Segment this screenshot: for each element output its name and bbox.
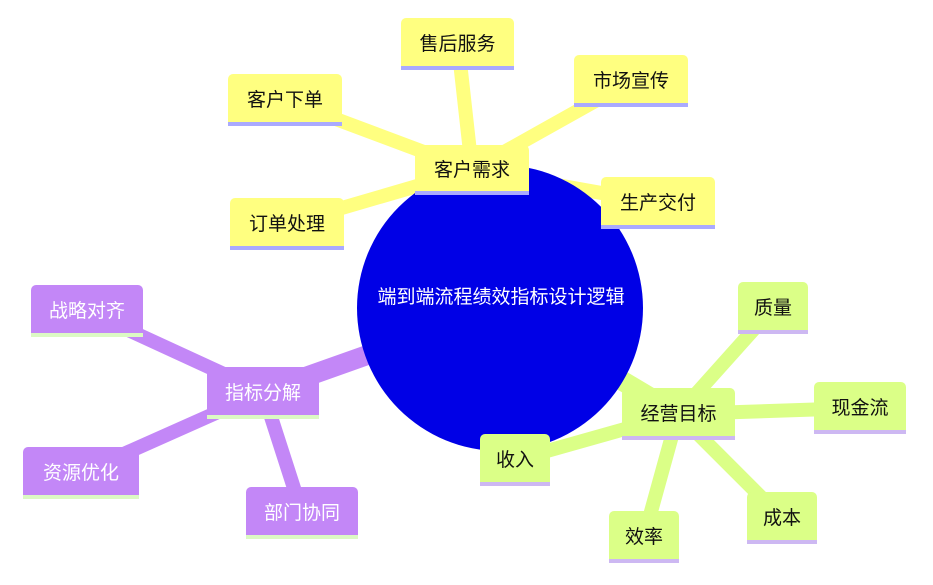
- leaf-cost[interactable]: 成本: [747, 492, 817, 544]
- leaf-revenue[interactable]: 收入: [480, 434, 550, 486]
- leaf-after-sales[interactable]: 售后服务: [401, 18, 514, 70]
- leaf-strategy-alignment[interactable]: 战略对齐: [31, 285, 143, 337]
- branch-business-goals[interactable]: 经营目标: [622, 388, 735, 440]
- leaf-marketing[interactable]: 市场宣传: [574, 55, 688, 107]
- leaf-production-delivery[interactable]: 生产交付: [601, 177, 715, 229]
- leaf-efficiency[interactable]: 效率: [609, 511, 679, 563]
- leaf-cash-flow[interactable]: 现金流: [814, 382, 906, 434]
- leaf-department-collaboration[interactable]: 部门协同: [246, 487, 358, 539]
- root-node-circle[interactable]: [357, 165, 643, 451]
- branch-customer-demand[interactable]: 客户需求: [415, 145, 529, 195]
- leaf-customer-order[interactable]: 客户下单: [228, 74, 342, 126]
- leaf-order-processing[interactable]: 订单处理: [230, 198, 344, 250]
- leaf-quality[interactable]: 质量: [738, 282, 808, 334]
- branch-metric-breakdown[interactable]: 指标分解: [207, 367, 319, 419]
- root-node-label: 端到端流程绩效指标设计逻辑: [377, 286, 625, 308]
- leaf-resource-optimization[interactable]: 资源优化: [23, 447, 139, 499]
